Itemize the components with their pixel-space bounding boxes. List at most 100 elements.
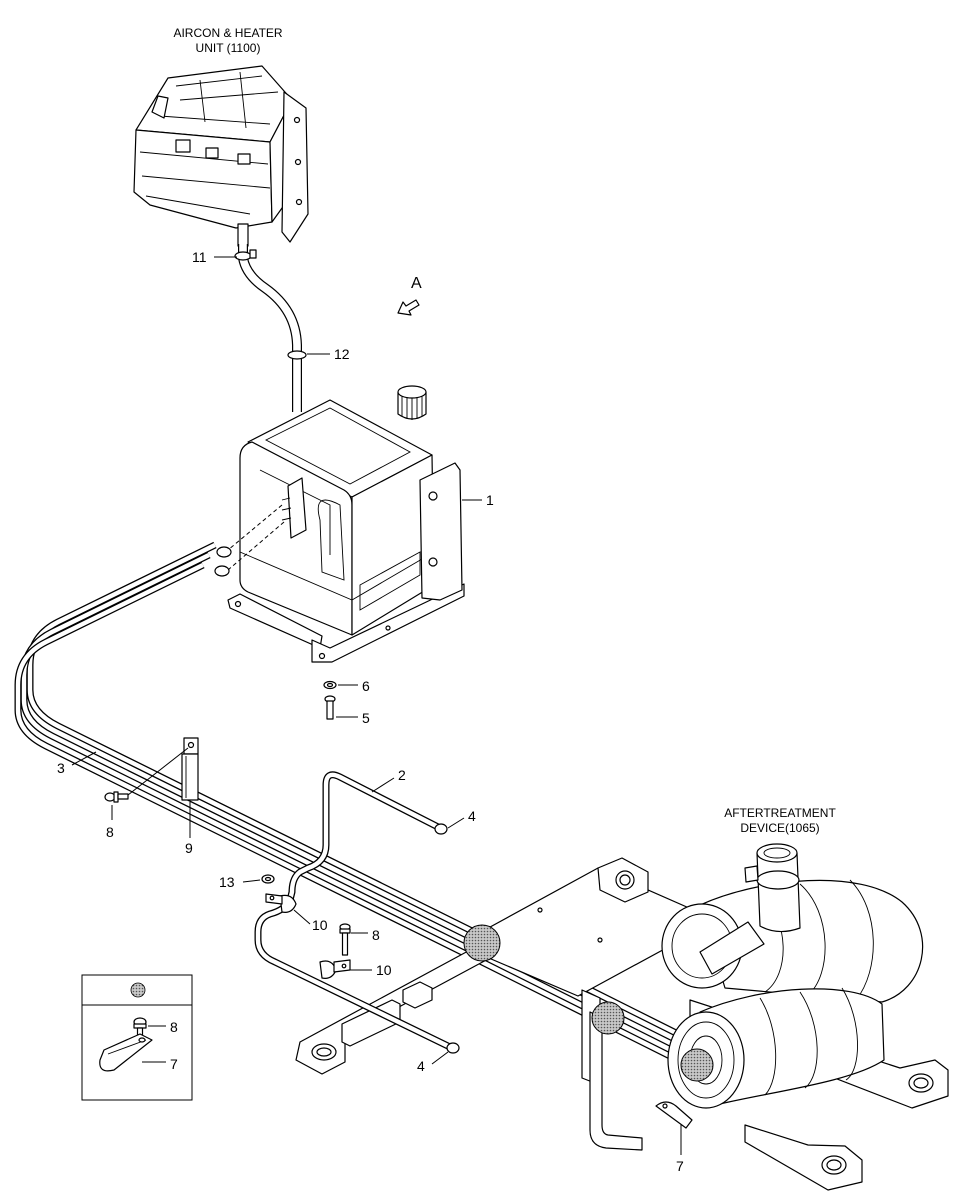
cap-ridges — [401, 396, 423, 420]
bracket-hole — [428, 557, 438, 567]
tank-front-recess — [317, 499, 421, 611]
connection-marker — [463, 924, 501, 962]
frame-foot-hole-inner — [316, 1047, 332, 1057]
callout-13: 13 — [219, 874, 235, 890]
inlet-ring — [756, 870, 800, 890]
inlet-pipe — [756, 852, 801, 933]
callout-8-left: 8 — [106, 824, 114, 840]
connector-pins — [281, 497, 292, 521]
flange-hole — [385, 625, 391, 631]
pipe-inner — [255, 772, 451, 1049]
frame-hole — [597, 937, 603, 943]
bolt-5-shank — [326, 700, 334, 720]
leader-10-upper — [293, 909, 311, 925]
clamp-9-band — [181, 753, 199, 801]
device-elbow-pipe — [699, 921, 765, 975]
unit-component — [175, 139, 191, 153]
leader-13 — [242, 879, 261, 883]
device-clamp-7-hole — [662, 1103, 668, 1109]
heater-hose — [234, 244, 307, 412]
washer-13-hole — [264, 876, 272, 882]
aftertreatment-device — [581, 843, 924, 1151]
tank-base-flange-left — [227, 593, 323, 649]
frame-hole — [537, 907, 543, 913]
clamp-10-upper — [265, 893, 297, 913]
inlet-top — [756, 843, 798, 863]
bolt-8-shank — [341, 932, 349, 956]
bolt-5 — [324, 695, 336, 720]
device-clamp-7 — [655, 1101, 693, 1129]
unit-component — [205, 147, 219, 159]
cap-4-upper — [434, 823, 448, 835]
callout-7-inset: 7 — [170, 1056, 178, 1072]
unit-top-detail — [159, 71, 279, 129]
callout-7-bottom: 7 — [676, 1158, 684, 1174]
plate-hole — [293, 116, 301, 124]
aircon-title-line2: UNIT (1100) — [196, 41, 261, 55]
tube-fitting-lower — [214, 565, 230, 577]
inlet-side-tab — [744, 865, 759, 883]
aircon-heater-unit — [133, 65, 309, 247]
frame-foot-hole-inner — [913, 1077, 929, 1089]
inset-clamp-7-hole — [138, 1037, 146, 1043]
callout-12: 12 — [334, 346, 350, 362]
tank-front-rib — [259, 469, 331, 555]
clamp-10-hole — [269, 895, 275, 901]
callout-5: 5 — [362, 710, 370, 726]
leader-2 — [371, 777, 395, 793]
view-a-label: A — [411, 275, 422, 292]
bolt-8-left — [104, 791, 129, 803]
hose-clamp-12 — [287, 350, 307, 360]
inset-clamp-7 — [99, 1033, 153, 1072]
unit-lever — [151, 95, 169, 119]
inlet-opening — [763, 847, 791, 859]
connection-marker — [680, 1048, 714, 1082]
hose-clamp-11-tab — [249, 249, 257, 259]
view-a-arrow — [397, 299, 420, 316]
aftertreatment-title-line2: DEVICE(1065) — [740, 821, 819, 835]
tank-top-recess — [265, 407, 411, 485]
callout-2: 2 — [398, 767, 406, 783]
clamp-10-lower — [319, 959, 351, 979]
tank-assembly — [214, 385, 465, 663]
callout-10-upper: 10 — [312, 917, 328, 933]
pipe-2 — [254, 771, 460, 1054]
callout-8-inset: 8 — [170, 1019, 178, 1035]
lower-cylinder-body — [699, 988, 885, 1105]
inset-clamp-7-edge — [107, 1039, 147, 1055]
flange-hole — [318, 652, 326, 660]
tank-base-flange-front — [311, 583, 465, 663]
leader-4-lower — [431, 1051, 449, 1065]
callout-6: 6 — [362, 678, 370, 694]
tank-filler-cap — [397, 385, 427, 420]
plate-hole — [294, 158, 302, 166]
callout-11: 11 — [192, 249, 207, 265]
aftertreatment-title-line1: AFTERTREATMENT — [724, 806, 836, 820]
aircon-title-line1: AIRCON & HEATER — [173, 26, 282, 40]
cap-4-lower — [446, 1042, 460, 1054]
leader-3 — [71, 751, 97, 766]
clamp-10-hole — [341, 963, 347, 969]
bolt-8-axis — [127, 747, 189, 796]
connection-marker — [591, 1001, 625, 1035]
frame-bottom-arm — [744, 1124, 863, 1191]
unit-component — [237, 153, 251, 165]
washer-6-hole — [326, 682, 334, 688]
tank-bracket — [419, 462, 463, 601]
bolt-8-shank — [117, 793, 129, 800]
callout-4-lower: 4 — [417, 1058, 425, 1074]
callout-3: 3 — [57, 760, 65, 776]
flange-hole — [234, 600, 242, 608]
connector-hidden-line — [227, 504, 285, 571]
inset-detail-box — [81, 974, 193, 1101]
tank-seam — [239, 551, 435, 601]
lower-cylinder-band — [759, 987, 858, 1096]
clamp-10-band — [279, 894, 297, 913]
bracket-hole — [428, 491, 438, 501]
hose-clamp-11 — [234, 251, 252, 261]
bolt-8-middle — [339, 923, 351, 956]
clamp-9-hole — [187, 741, 195, 749]
callout-9: 9 — [185, 840, 193, 856]
plate-hole — [295, 198, 303, 206]
